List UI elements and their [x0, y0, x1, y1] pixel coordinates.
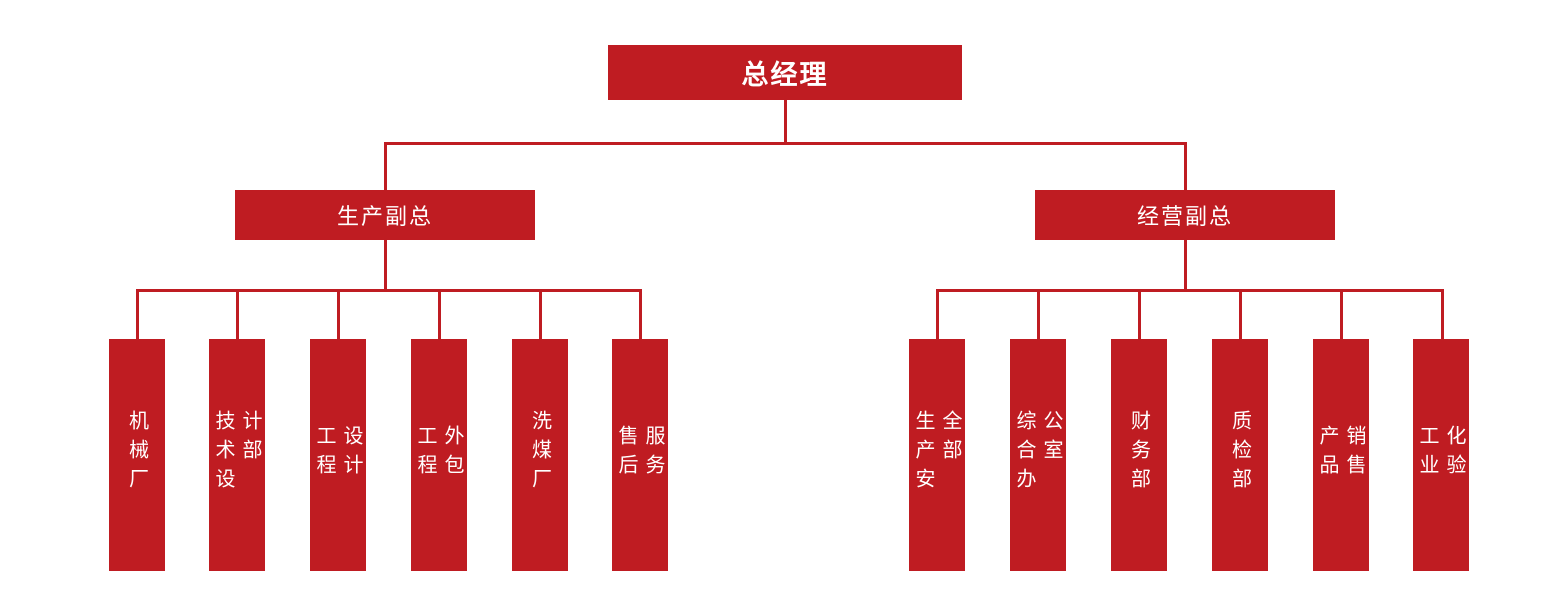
org-node-operations-vp: 经营副总	[1035, 190, 1335, 240]
org-node-machinery-plant-label: 机械厂	[125, 410, 150, 497]
connector-drop-quality-inspection-dept	[1238, 289, 1242, 340]
org-node-quality-inspection-dept-label: 质检部	[1228, 410, 1253, 497]
org-node-operations-vp-label: 经营副总	[1136, 205, 1233, 230]
org-node-production-vp: 生产副总	[235, 190, 535, 240]
org-node-engineering-outsourcing-label: 工程外包	[414, 425, 465, 483]
org-node-general-manager: 总经理	[608, 45, 962, 100]
org-node-quality-inspection-dept: 质检部	[1212, 339, 1268, 571]
org-node-after-sales-service: 售后服务	[612, 339, 668, 571]
connector-root-stem	[783, 100, 787, 144]
connector-top-horizontal-bar	[383, 142, 1187, 145]
connector-drop-technical-design-dept	[235, 289, 239, 340]
org-node-production-vp-label: 生产副总	[336, 205, 433, 230]
org-node-product-sales-label: 产品销售	[1316, 425, 1367, 483]
connector-production-stem	[383, 240, 387, 292]
org-node-production-safety-dept: 生产安全部	[909, 339, 965, 571]
connector-drop-after-sales-service	[638, 289, 642, 340]
org-node-engineering-design: 工程设计	[310, 339, 366, 571]
org-node-general-manager-label: 总经理	[741, 60, 829, 91]
org-node-industrial-testing-label: 工业化验	[1416, 425, 1467, 483]
connector-drop-engineering-outsourcing	[437, 289, 441, 340]
connector-drop-industrial-testing	[1440, 289, 1444, 340]
org-node-engineering-outsourcing: 工程外包	[411, 339, 467, 571]
connector-operations-stem	[1183, 240, 1187, 292]
org-node-product-sales: 产品销售	[1313, 339, 1369, 571]
connector-drop-finance-dept	[1137, 289, 1141, 340]
org-node-coal-washing-plant: 洗煤厂	[512, 339, 568, 571]
org-node-technical-design-dept-label: 技术设计部	[212, 410, 263, 497]
org-node-engineering-design-label: 工程设计	[313, 425, 364, 483]
org-node-finance-dept-label: 财务部	[1127, 410, 1152, 497]
connector-drop-general-office	[1036, 289, 1040, 340]
org-node-production-safety-dept-label: 生产安全部	[912, 410, 963, 497]
org-node-general-office: 综合办公室	[1010, 339, 1066, 571]
org-node-general-office-label: 综合办公室	[1013, 410, 1064, 497]
org-node-coal-washing-plant-label: 洗煤厂	[528, 410, 553, 497]
org-node-industrial-testing: 工业化验	[1413, 339, 1469, 571]
connector-drop-production-vp	[383, 142, 387, 190]
connector-drop-coal-washing-plant	[538, 289, 542, 340]
connector-operations-horizontal-bar	[935, 289, 1443, 292]
org-node-technical-design-dept: 技术设计部	[209, 339, 265, 571]
connector-drop-operations-vp	[1183, 142, 1187, 190]
org-node-after-sales-service-label: 售后服务	[615, 425, 666, 483]
connector-drop-machinery-plant	[135, 289, 139, 340]
org-node-finance-dept: 财务部	[1111, 339, 1167, 571]
org-node-machinery-plant: 机械厂	[109, 339, 165, 571]
connector-drop-production-safety-dept	[935, 289, 939, 340]
connector-drop-engineering-design	[336, 289, 340, 340]
connector-production-horizontal-bar	[135, 289, 642, 292]
connector-drop-product-sales	[1339, 289, 1343, 340]
